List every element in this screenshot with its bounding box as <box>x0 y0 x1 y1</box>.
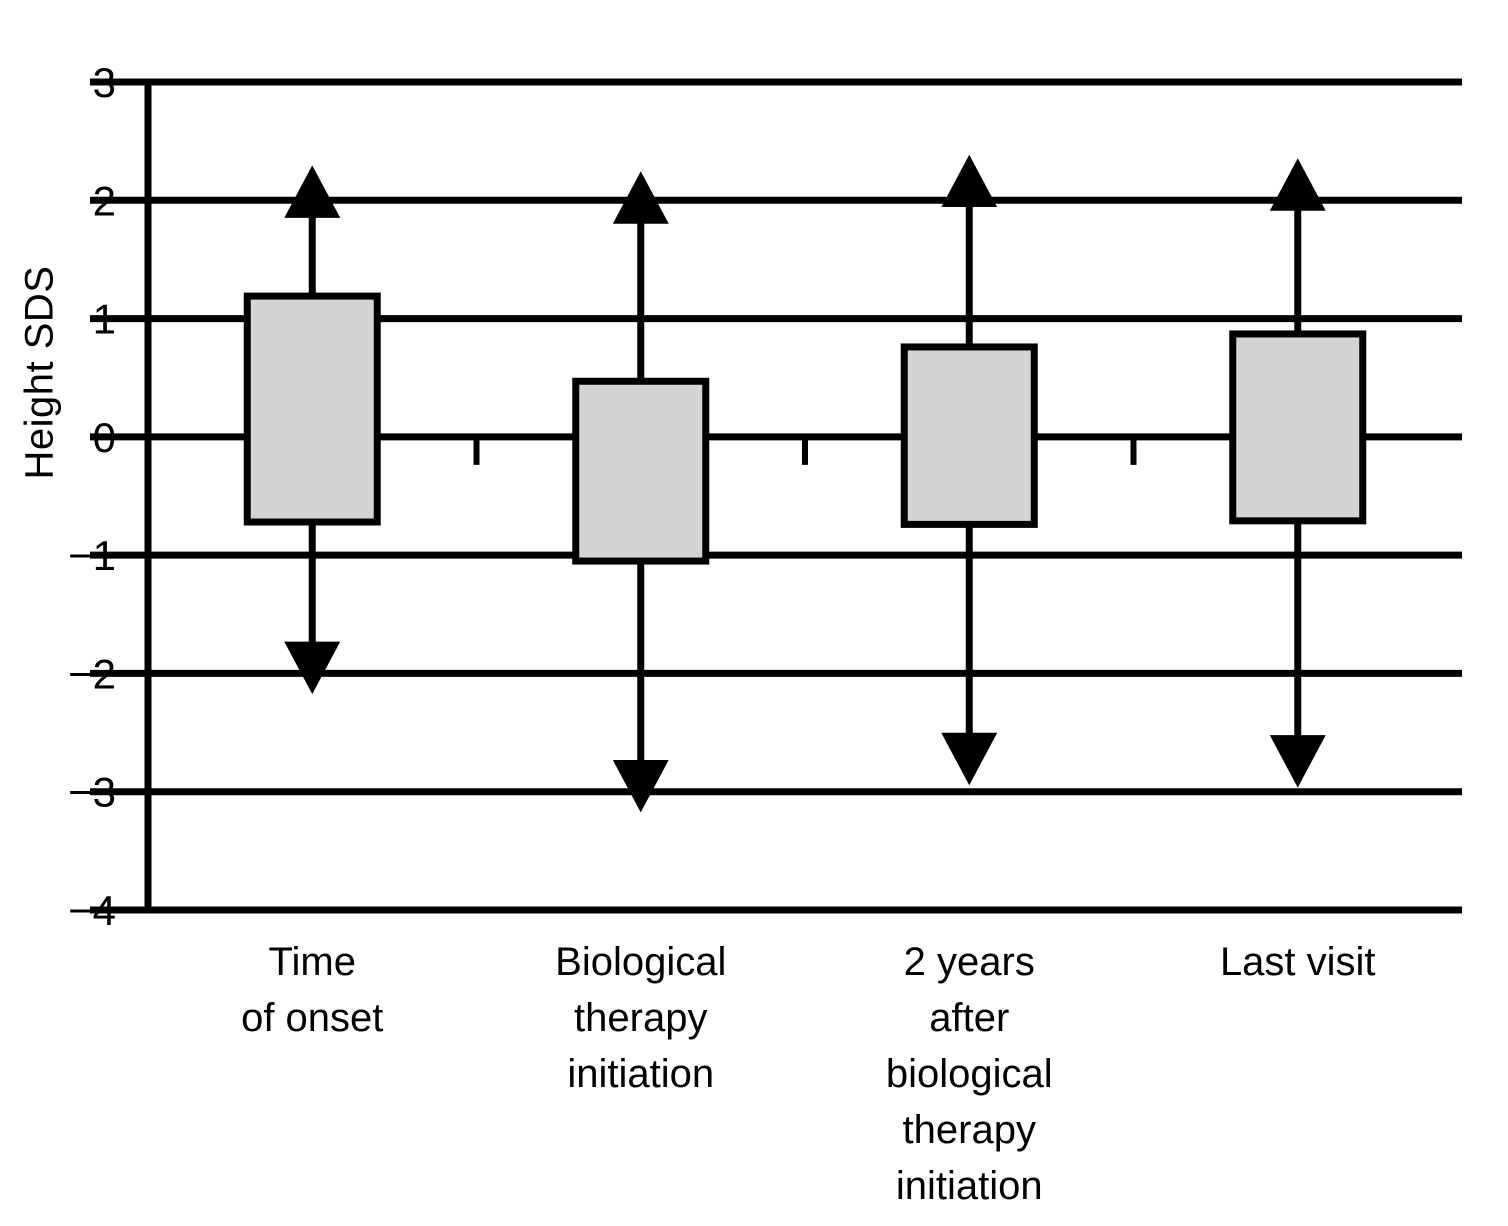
box-rect <box>572 377 710 565</box>
box-group <box>900 154 1038 786</box>
box-rect <box>243 292 381 526</box>
y-axis-ticks <box>90 78 148 914</box>
category-label: Last visit <box>1220 940 1376 984</box>
box-group <box>243 165 381 695</box>
box-group <box>572 171 710 813</box>
box-rect <box>1229 330 1367 525</box>
box-group <box>1229 158 1367 788</box>
y-axis-tick-labels: 3210−1−2−3−4 <box>68 59 116 934</box>
box-rect <box>900 343 1038 528</box>
box-series <box>243 154 1367 813</box>
category-separator-ticks <box>473 436 1137 465</box>
